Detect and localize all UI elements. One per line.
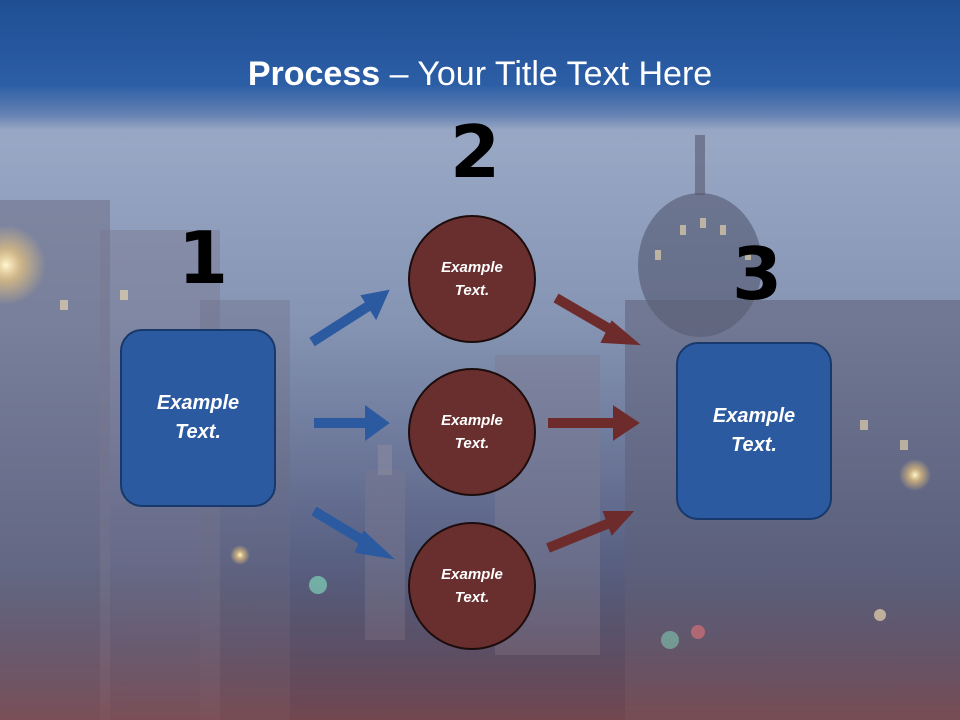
step-number-3: 3 [732,232,783,316]
step-3-box: Example Text. [676,342,832,520]
arrow-from-top-circle [553,293,641,346]
step-2-circle-middle: Example Text. [408,368,536,496]
step-1-box: Example Text. [120,329,276,507]
arrow-to-middle-circle [314,405,390,441]
step-3-box-text: Example Text. [712,405,796,456]
arrow-to-bottom-circle [311,506,396,560]
title-bold-part: Process [247,55,381,93]
circle-middle-text: Example Text. [441,412,503,452]
arrow-from-middle-circle [548,405,640,441]
title-band [0,0,960,130]
slide-title: Process – Your Title Text Here [0,52,960,96]
circle-bottom-text: Example Text. [441,566,503,606]
step-1-box-text: Example Text. [156,392,240,443]
step-number-1: 1 [178,216,229,300]
step-2-circle-bottom: Example Text. [408,522,536,650]
step-2-circle-top: Example Text. [408,215,536,343]
title-rest-part: – Your Title Text Here [380,55,713,93]
arrow-to-top-circle [309,289,390,347]
step-number-2: 2 [450,110,501,194]
circle-top-text: Example Text. [441,259,503,299]
arrow-from-bottom-circle [546,511,635,553]
